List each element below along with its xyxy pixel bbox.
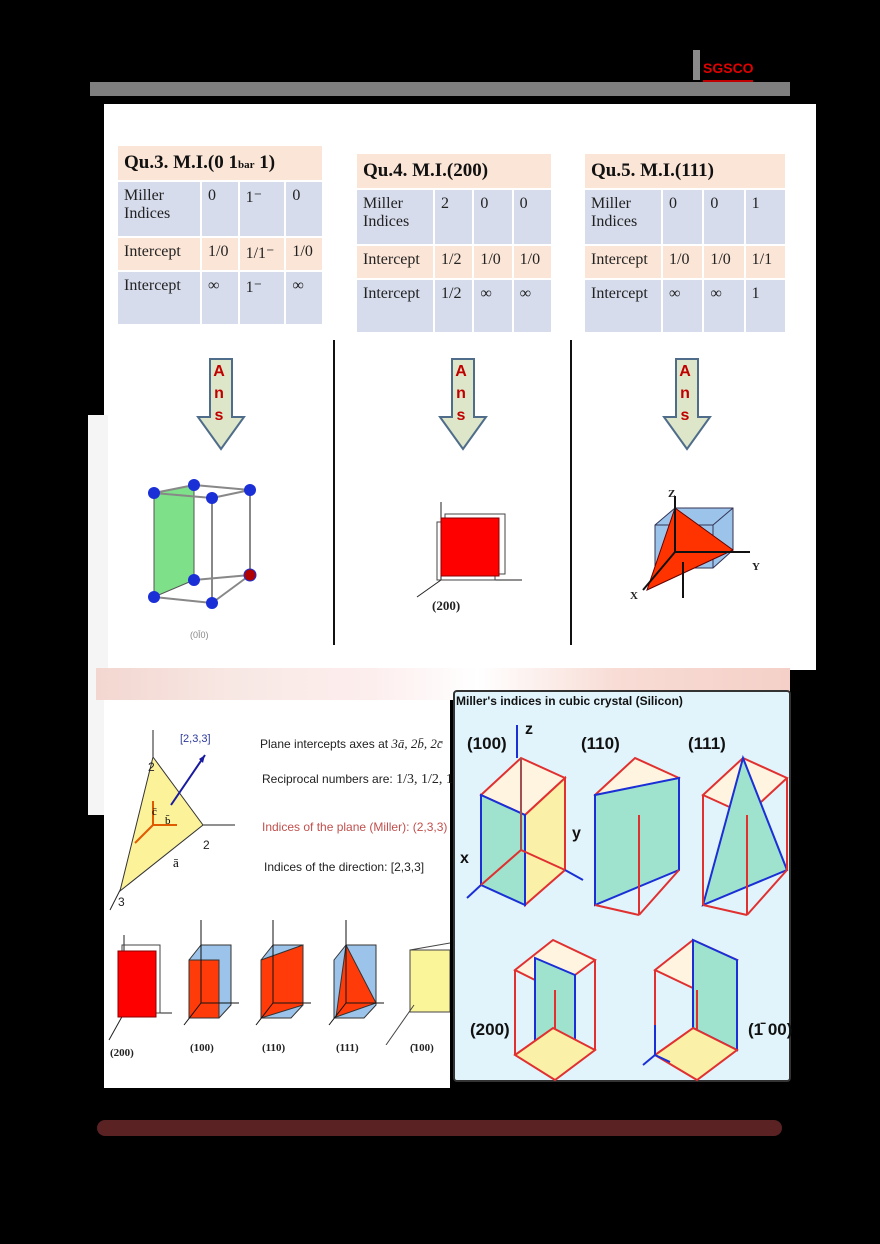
vector-c-label: c̄ [152,806,157,818]
column-divider [333,340,335,645]
miller-table-q4: Qu.4. M.I.(200) Miller Indices 2 0 0 Int… [355,152,554,334]
column-divider [570,340,572,645]
table-row: Intercept 1/0 1/1⁻ 1/0 [116,236,324,272]
cube-caption: (200) [110,1047,134,1059]
cube-caption: (̄100) [410,1042,434,1054]
table-row: Intercept ∞ 1⁻ ∞ [116,270,324,326]
axis-mark-z: 2 [148,760,155,774]
axis-label-z: z [525,721,533,738]
miller-table-q5: Qu.5. M.I.(111) Miller Indices 0 0 1 Int… [583,152,788,334]
table-title: Qu.5. M.I.(111) [583,152,787,190]
intercepts-text: Plane intercepts axes at 3ā, 2b̄, 2c̄ [260,736,443,751]
reciprocal-text: Reciprocal numbers are: 1/3, 1/2, 1/2 [262,772,464,787]
silicon-panel-title: Miller's indices in cubic crystal (Silic… [456,694,683,708]
table-row: Miller Indices 2 0 0 [355,188,554,246]
axis-mark-x: 3 [118,895,125,909]
table-row: Intercept 1/0 1/0 1/1 [583,244,788,280]
vector-b-label: b̄ [165,815,171,827]
silicon-label-110: (110) [581,734,620,753]
miller-indices-text: Indices of the plane (Miller): (2,3,3) [262,820,448,834]
silicon-label-neg100: (1̄ 00) [748,1020,793,1039]
table-row: Miller Indices 0 1⁻ 0 [116,180,324,238]
answer-caption: (0Ī0) [190,630,209,640]
tetrahedron-diagram [105,725,245,915]
cube-caption: (110) [262,1042,286,1054]
direction-indices-text: Indices of the direction: [2,3,3] [264,860,425,874]
silicon-label-111: (111) [688,734,726,753]
atom-cube-diagram [140,475,270,615]
table-row: Intercept 1/2 1/0 1/0 [355,244,554,280]
vector-a-label: ā [173,855,179,870]
plane-200-diagram [415,500,525,600]
axis-label-x: X [630,590,638,602]
axis-label-y: Y [752,561,760,573]
silicon-cubes-diagram [455,710,791,1082]
page-left-strip [88,415,108,815]
axis-label-z: Z [668,488,676,500]
cube-caption: (100) [190,1042,214,1054]
answer-caption: (200) [432,598,461,613]
table-row: Intercept 1/2 ∞ ∞ [355,278,554,334]
silicon-label-200: (200) [470,1020,510,1039]
footer-bar [97,1120,782,1136]
header-tab [693,50,700,80]
axis-label-x: x [460,850,469,867]
cube-row-diagrams [104,905,451,1046]
plane-111-diagram [625,490,765,605]
table-row: Intercept ∞ ∞ 1 [583,278,788,334]
cube-caption: (111) [336,1042,359,1054]
page-bottom-area [104,700,450,1088]
axis-label-y: y [572,825,581,842]
table-row: Miller Indices 0 0 1 [583,188,788,246]
silicon-label-100: (100) [467,734,507,753]
header-rule [90,82,790,96]
table-title: Qu.4. M.I.(200) [355,152,553,190]
table-title: Qu.3. M.I.(0 1bar 1) [116,144,324,182]
axis-mark-y: 2 [203,838,210,852]
miller-table-q3: Qu.3. M.I.(0 1bar 1) Miller Indices 0 1⁻… [116,144,324,326]
direction-label: [2,3,3] [180,733,211,745]
logo: SGSCO [703,60,754,76]
